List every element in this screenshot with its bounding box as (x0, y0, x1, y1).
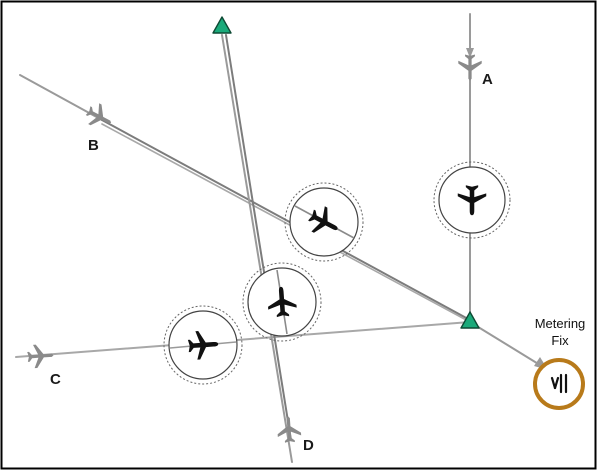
triangle-waypoint-icon[interactable] (212, 16, 232, 34)
aircraft-b[interactable] (284, 182, 364, 262)
label-b: B (88, 137, 99, 154)
aircraft-a[interactable] (433, 161, 511, 239)
metering-fix-ring (533, 358, 585, 410)
route-b-upper (101, 119, 471, 321)
arrow-a-icon (466, 48, 474, 58)
aircraft-d-halo (242, 262, 322, 342)
label-a: A (482, 71, 493, 88)
metering-fix-label-line1: Metering (535, 316, 586, 331)
aircraft-c-halo (163, 305, 243, 385)
label-c: C (50, 371, 61, 388)
entry-labels: A B C D (50, 71, 493, 454)
aircraft-c[interactable] (163, 305, 243, 385)
metering-fix-label-line2: Fix (551, 333, 569, 348)
label-d: D (303, 437, 314, 454)
route-b-lower (101, 123, 471, 323)
aircraft-d[interactable] (242, 262, 322, 342)
route-d-right (225, 34, 292, 441)
metering-fix-icon (550, 373, 568, 394)
route-to-fix (469, 321, 541, 366)
aircraft-a-halo (433, 161, 511, 239)
aircraft-b-halo (284, 182, 364, 262)
triangle-waypoint-merge-icon[interactable] (460, 311, 480, 329)
metering-fix[interactable]: Metering Fix (533, 316, 586, 410)
route-d-left (221, 34, 293, 463)
route-c (15, 321, 471, 358)
